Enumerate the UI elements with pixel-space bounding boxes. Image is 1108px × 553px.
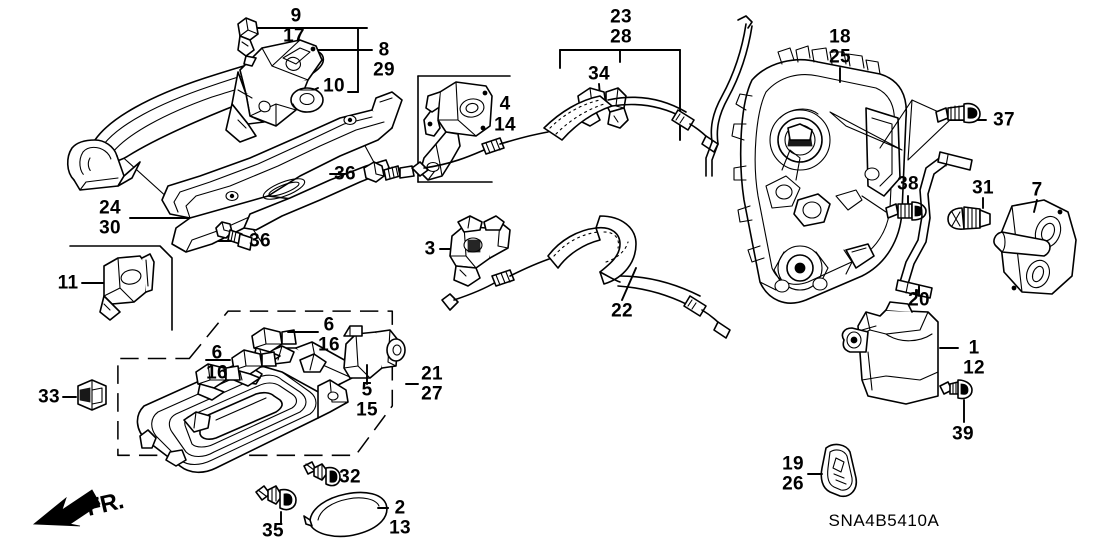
callout-39: 39 xyxy=(952,423,974,445)
callout-15: 15 xyxy=(356,399,378,421)
callout-7: 7 xyxy=(1031,179,1043,201)
callout-18: 18 xyxy=(829,26,851,48)
part-handle-grommet xyxy=(290,87,324,113)
callout-2: 2 xyxy=(394,497,406,519)
part-handle-cover-cap xyxy=(99,253,155,321)
callout-1: 1 xyxy=(968,337,980,359)
part-inner-handle-cable xyxy=(411,95,719,177)
part-handle-base-bracket xyxy=(161,91,403,253)
part-handle-cap-clip xyxy=(237,17,259,67)
callout-5: 5 xyxy=(361,379,373,401)
callout-31: 31 xyxy=(972,177,994,199)
part-handle-clip-c xyxy=(195,363,241,401)
part-latch-mounting-screw xyxy=(935,102,981,124)
part-lock-rod xyxy=(895,151,973,299)
callout-14: 14 xyxy=(494,114,516,136)
callout-33: 33 xyxy=(38,386,60,408)
callout-30: 30 xyxy=(99,217,121,239)
part-striker-bracket xyxy=(419,81,493,181)
part-latch-protector-cover xyxy=(841,301,959,405)
part-lock-knob xyxy=(807,443,858,498)
callout-20: 20 xyxy=(908,289,930,311)
callout-24: 24 xyxy=(99,197,121,219)
callout-32: 32 xyxy=(339,466,361,488)
callout-10: 10 xyxy=(323,75,345,97)
callout-26: 26 xyxy=(782,473,804,495)
part-handle-cap xyxy=(62,379,107,411)
callout-6-a: 6 xyxy=(323,314,335,336)
part-handle-screw-lower xyxy=(215,221,253,251)
callout-16-a: 16 xyxy=(318,334,340,356)
callout-12: 12 xyxy=(963,357,985,379)
part-cable-joint-holder xyxy=(439,215,511,287)
part-striker-screw xyxy=(947,197,991,230)
callout-16-b: 16 xyxy=(206,362,228,384)
callout-36-lower: 36 xyxy=(249,230,271,252)
part-lock-knob-holder xyxy=(343,325,406,385)
part-lock-knob-cable xyxy=(441,215,731,339)
callout-11: 11 xyxy=(57,272,79,294)
group-boundary-inner-handle xyxy=(117,310,419,457)
callout-8: 8 xyxy=(378,39,390,61)
callout-38: 38 xyxy=(897,173,919,195)
part-handle-screw-cap xyxy=(255,485,297,525)
callout-13: 13 xyxy=(389,517,411,539)
callout-37: 37 xyxy=(993,109,1015,131)
part-handle-screw-upper xyxy=(363,161,415,183)
callout-17: 17 xyxy=(283,25,305,47)
part-inner-handle-cover xyxy=(303,491,389,538)
diagram-code: SNA4B5410A xyxy=(828,511,940,530)
part-handle-cap-screw xyxy=(303,461,341,487)
callout-4: 4 xyxy=(499,93,511,115)
callout-29: 29 xyxy=(373,59,395,81)
part-cover-screw xyxy=(939,379,973,423)
part-handle-clip-b xyxy=(205,349,277,387)
callout-6-b: 6 xyxy=(211,342,223,364)
callout-36-upper: 36 xyxy=(334,163,356,185)
callout-3: 3 xyxy=(424,238,436,260)
part-door-lock-latch-assembly xyxy=(705,15,987,304)
callout-21: 21 xyxy=(421,363,443,385)
orientation-arrow xyxy=(32,489,101,527)
callout-22: 22 xyxy=(611,300,633,322)
callout-23: 23 xyxy=(610,6,632,28)
callout-9: 9 xyxy=(290,5,302,27)
callout-28: 28 xyxy=(610,26,632,48)
callout-19: 19 xyxy=(782,453,804,475)
part-outer-door-handle xyxy=(66,39,325,191)
callout-27: 27 xyxy=(421,383,443,405)
callout-34: 34 xyxy=(588,63,610,85)
callout-25: 25 xyxy=(829,46,851,68)
part-door-striker xyxy=(993,199,1077,295)
callout-35: 35 xyxy=(262,520,284,542)
